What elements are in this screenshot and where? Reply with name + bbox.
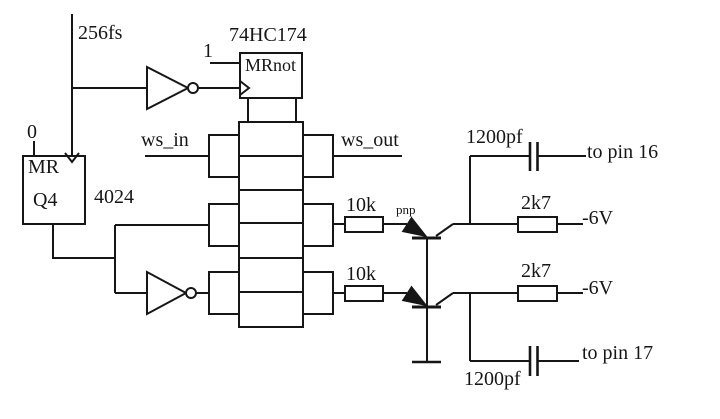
label-q4: Q4: [33, 189, 57, 211]
label-mr: MR: [28, 156, 60, 178]
label-10k-top: 10k: [346, 194, 376, 216]
label-to-pin-16: to pin 16: [587, 141, 658, 163]
label-2k7-top: 2k7: [521, 192, 551, 214]
label-pin1: 1: [203, 40, 213, 62]
q1-emitter-arrow: [401, 216, 428, 238]
pad-left-q1: [208, 203, 240, 247]
resistor-10k-bottom: [344, 285, 384, 302]
register-body-box: [238, 121, 304, 328]
pad-left-ws: [208, 134, 240, 178]
resistor-2k7-bottom: [517, 285, 558, 302]
q2-collector-diag: [435, 292, 454, 306]
label-pnp: pnp: [396, 202, 416, 217]
pad-right-q2: [302, 271, 334, 315]
label-10k-bottom: 10k: [346, 263, 376, 285]
label-74hc174: 74HC174: [229, 24, 307, 46]
clock-wedge-register: [239, 80, 251, 96]
label-to-pin-17: to pin 17: [582, 342, 653, 364]
label-ws-out: ws_out: [341, 129, 399, 151]
pad-right-q1: [302, 203, 334, 247]
label-0: 0: [27, 121, 37, 143]
pad-left-q2: [208, 271, 240, 315]
label-256fs: 256fs: [78, 22, 123, 44]
arrowhead-into-4024: [64, 152, 80, 164]
resistor-10k-top: [344, 216, 384, 233]
label-4024: 4024: [94, 186, 134, 208]
label-minus6v-bottom: -6V: [582, 277, 614, 299]
pad-right-ws: [302, 134, 334, 178]
inverter2-bubble: [185, 287, 197, 299]
counter-4024-box: [22, 155, 86, 225]
label-mrnot: MRnot: [245, 55, 296, 75]
label-1200pf-top: 1200pf: [466, 126, 523, 148]
inverter1-bubble: [187, 82, 199, 94]
label-1200pf-bottom: 1200pf: [464, 368, 521, 390]
register-neck-box: [247, 97, 297, 123]
label-ws-in: ws_in: [141, 129, 189, 151]
q1-collector-diag: [435, 223, 454, 237]
inverter2-triangle: [146, 270, 189, 316]
label-minus6v-top: -6V: [582, 207, 614, 229]
wire-q4-out: [52, 224, 115, 259]
inverter1-triangle: [146, 65, 191, 111]
q2-emitter-arrow: [401, 285, 428, 307]
label-2k7-bottom: 2k7: [521, 260, 551, 282]
resistor-2k7-top: [517, 216, 558, 233]
